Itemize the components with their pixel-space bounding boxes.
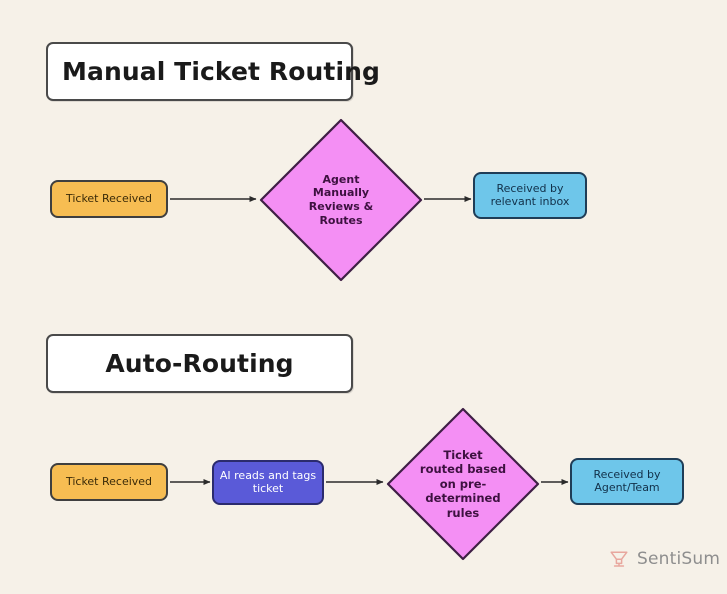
node-label-line: AI reads and tags (219, 468, 317, 482)
node-label-group: Received by Agent/Team (593, 467, 661, 495)
node-label-line: relevant inbox (490, 194, 570, 208)
section-title-auto-routing: Auto-Routing (46, 334, 353, 393)
node-label-line: Agent/Team (594, 480, 660, 494)
node-received-agent-team[interactable]: Received by Agent/Team (570, 458, 684, 505)
node-label: Ticket Received (65, 191, 153, 205)
brand-logo: SentiSum (608, 548, 720, 570)
node-ticket-received-auto[interactable]: Ticket Received (50, 463, 168, 501)
node-label-line: ticket (252, 481, 284, 495)
node-label-group: Received by relevant inbox (490, 181, 570, 209)
node-ticket-received-manual[interactable]: Ticket Received (50, 180, 168, 218)
brand-name-label: SentiSum (637, 549, 721, 569)
node-label-line: Received by (593, 467, 661, 481)
diamond-shape (259, 118, 423, 282)
node-label-line: Received by (496, 181, 564, 195)
node-ticket-routed-rules-diamond[interactable]: Ticket routed based on pre- determined r… (385, 406, 541, 562)
node-agent-manual-review-diamond[interactable]: Agent Manually Reviews & Routes (258, 117, 424, 283)
node-label-group: AI reads and tags ticket (219, 468, 317, 496)
funnel-icon (610, 551, 628, 567)
node-label: Ticket Received (65, 474, 153, 488)
section-title-auto-routing-label: Auto-Routing (105, 349, 294, 378)
node-received-relevant-inbox[interactable]: Received by relevant inbox (473, 172, 587, 219)
node-ai-reads-and-tags-ticket[interactable]: AI reads and tags ticket (212, 460, 324, 505)
section-title-manual-routing: Manual Ticket Routing (46, 42, 380, 101)
section-title-manual-routing-label: Manual Ticket Routing (62, 57, 381, 86)
diamond-shape (386, 407, 540, 561)
